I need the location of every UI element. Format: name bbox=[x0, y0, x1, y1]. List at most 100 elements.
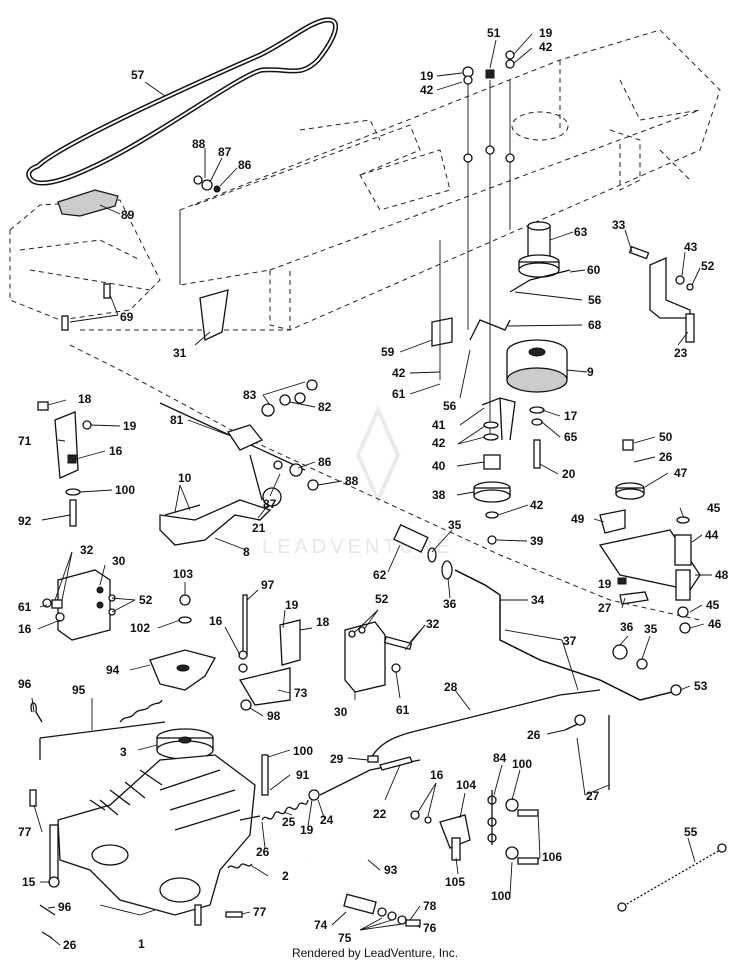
callout-50: 50 bbox=[659, 430, 673, 444]
center-bracket-30 bbox=[344, 621, 413, 693]
part-60-rod bbox=[509, 269, 571, 293]
callout-37: 37 bbox=[563, 634, 577, 648]
fan-and-pulley bbox=[149, 594, 248, 760]
callout-75: 75 bbox=[338, 931, 352, 945]
callout-42: 42 bbox=[539, 40, 553, 54]
callout-86: 86 bbox=[318, 455, 332, 469]
callout-76: 76 bbox=[423, 921, 437, 935]
callout-40: 40 bbox=[432, 459, 446, 473]
part-69-bolts bbox=[61, 283, 111, 331]
callout-78: 78 bbox=[423, 899, 437, 913]
callout-39: 39 bbox=[530, 534, 544, 548]
callout-57: 57 bbox=[131, 68, 145, 82]
callout-89: 89 bbox=[121, 208, 135, 222]
part-28-rod bbox=[367, 689, 601, 763]
callout-84: 84 bbox=[493, 751, 507, 765]
callout-103: 103 bbox=[173, 567, 193, 581]
callout-51: 51 bbox=[487, 26, 501, 40]
callout-62: 62 bbox=[373, 568, 387, 582]
callout-45: 45 bbox=[707, 501, 721, 515]
callout-26: 26 bbox=[527, 728, 541, 742]
callout-77: 77 bbox=[253, 905, 267, 919]
callout-43: 43 bbox=[684, 240, 698, 254]
callout-36: 36 bbox=[443, 597, 457, 611]
callout-69: 69 bbox=[120, 310, 134, 324]
callout-106: 106 bbox=[542, 850, 562, 864]
callout-82: 82 bbox=[318, 400, 332, 414]
callout-104: 104 bbox=[456, 778, 476, 792]
callout-74: 74 bbox=[314, 918, 328, 932]
callout-71: 71 bbox=[18, 434, 32, 448]
part-95-rod bbox=[30, 699, 166, 760]
callout-34: 34 bbox=[531, 593, 545, 607]
callout-48: 48 bbox=[715, 568, 729, 582]
callout-29: 29 bbox=[330, 752, 344, 766]
callout-47: 47 bbox=[674, 466, 688, 480]
callout-83: 83 bbox=[243, 388, 257, 402]
callout-88: 88 bbox=[345, 474, 359, 488]
callout-100: 100 bbox=[491, 889, 511, 903]
center-washers bbox=[483, 406, 545, 441]
callout-49: 49 bbox=[571, 512, 585, 526]
part-34-rockshaft bbox=[393, 523, 681, 701]
callout-27: 27 bbox=[586, 789, 600, 803]
part-8-pedal bbox=[159, 454, 282, 546]
part-31-plate bbox=[199, 289, 229, 341]
part-20-bolt bbox=[533, 439, 541, 469]
part-71-bracket bbox=[37, 401, 92, 527]
callout-65: 65 bbox=[564, 430, 578, 444]
callout-97: 97 bbox=[261, 578, 275, 592]
callout-46: 46 bbox=[708, 617, 722, 631]
part-104-bracket bbox=[410, 790, 539, 865]
callout-55: 55 bbox=[684, 825, 698, 839]
callout-19: 19 bbox=[300, 823, 314, 837]
callout-100: 100 bbox=[115, 483, 135, 497]
callout-61: 61 bbox=[392, 387, 406, 401]
callout-44: 44 bbox=[705, 528, 719, 542]
callout-15: 15 bbox=[22, 875, 36, 889]
callout-16: 16 bbox=[109, 444, 123, 458]
callout-63: 63 bbox=[574, 225, 588, 239]
callout-32: 32 bbox=[80, 543, 94, 557]
callout-93: 93 bbox=[384, 863, 398, 877]
callout-35: 35 bbox=[448, 518, 462, 532]
callout-38: 38 bbox=[432, 488, 446, 502]
callout-96: 96 bbox=[18, 677, 32, 691]
part-23-bracket bbox=[628, 245, 695, 343]
callout-81: 81 bbox=[170, 413, 184, 427]
callout-95: 95 bbox=[72, 683, 86, 697]
part-68-rod bbox=[469, 319, 511, 341]
callout-73: 73 bbox=[294, 686, 308, 700]
callout-19: 19 bbox=[598, 577, 612, 591]
small-parts-77-2 bbox=[29, 789, 253, 918]
callout-52: 52 bbox=[139, 593, 153, 607]
callout-10: 10 bbox=[178, 471, 192, 485]
callout-31: 31 bbox=[173, 346, 187, 360]
callout-92: 92 bbox=[18, 514, 32, 528]
callout-9: 9 bbox=[587, 365, 594, 379]
callout-60: 60 bbox=[587, 263, 601, 277]
callout-18: 18 bbox=[316, 615, 330, 629]
callout-19: 19 bbox=[539, 26, 553, 40]
callout-20: 20 bbox=[562, 467, 576, 481]
callout-88: 88 bbox=[192, 137, 206, 151]
callout-16: 16 bbox=[430, 768, 444, 782]
callout-36: 36 bbox=[620, 620, 634, 634]
callout-86: 86 bbox=[238, 158, 252, 172]
callout-2: 2 bbox=[282, 869, 289, 883]
callout-87: 87 bbox=[263, 497, 277, 511]
callout-26: 26 bbox=[63, 938, 77, 952]
callout-61: 61 bbox=[18, 600, 32, 614]
mount-axis-lines bbox=[439, 80, 511, 440]
callout-68: 68 bbox=[588, 318, 602, 332]
callout-94: 94 bbox=[106, 663, 120, 677]
callout-16: 16 bbox=[18, 622, 32, 636]
callout-42: 42 bbox=[420, 83, 434, 97]
right-pivot-assembly bbox=[598, 439, 701, 634]
callout-45: 45 bbox=[706, 598, 720, 612]
hood-outline bbox=[9, 199, 290, 331]
callout-19: 19 bbox=[285, 598, 299, 612]
part-25-spring bbox=[239, 754, 421, 821]
part-41-bracket bbox=[481, 397, 516, 441]
part-89-bracket bbox=[57, 189, 119, 217]
